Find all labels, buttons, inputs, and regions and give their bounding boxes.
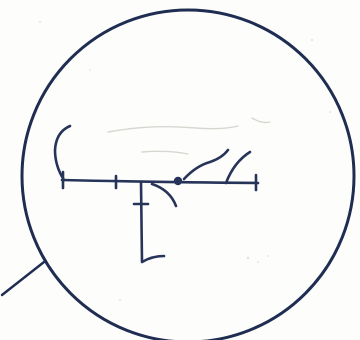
speckle [311,39,313,41]
speckle [247,257,250,260]
speckle [257,261,259,263]
speckle [119,299,121,301]
speckle [267,255,269,257]
speckle [89,69,91,71]
bar-dot [174,177,182,185]
speckle [329,111,331,113]
speckle [39,21,41,23]
